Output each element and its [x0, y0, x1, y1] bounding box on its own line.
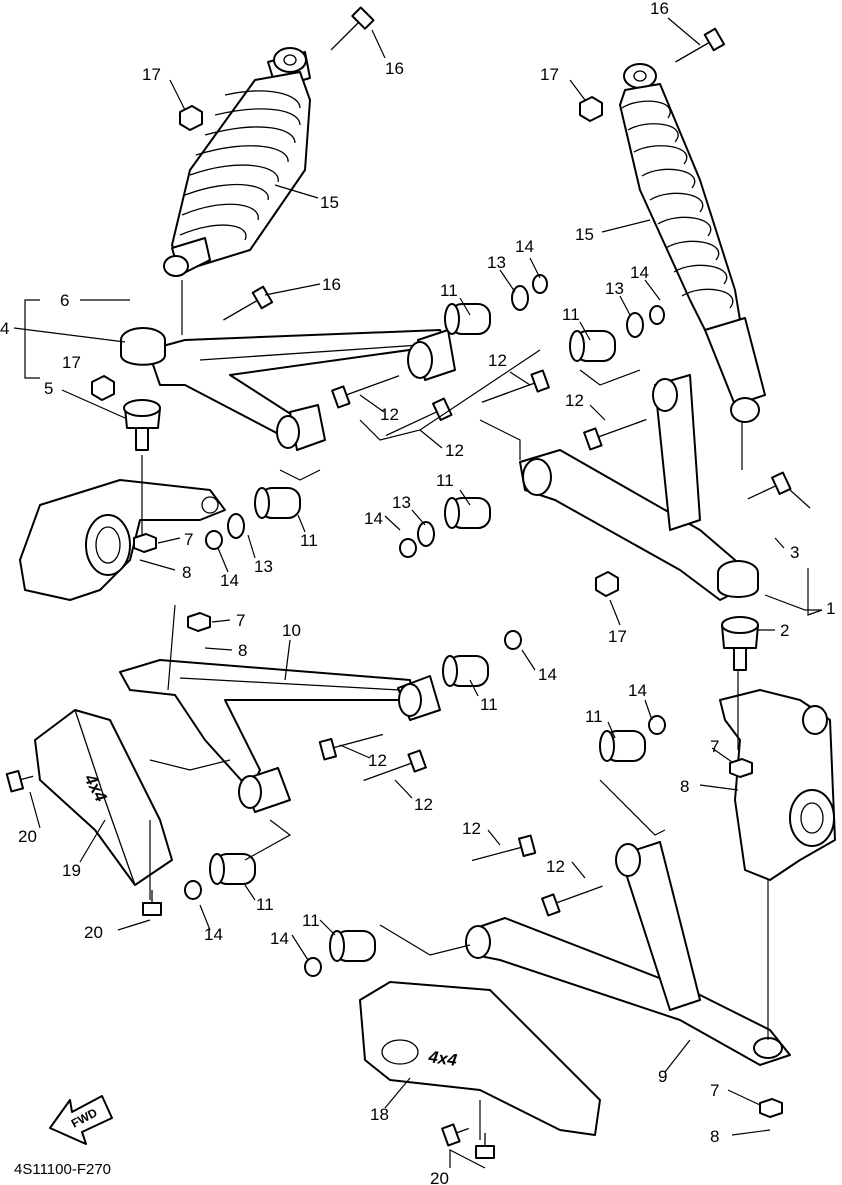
callout: 19 [62, 861, 81, 880]
callout: 12 [414, 795, 433, 814]
callout: 11 [300, 531, 318, 550]
callout: 13 [254, 557, 273, 576]
callout: 11 [585, 707, 603, 726]
callout: 18 [370, 1105, 389, 1124]
right-shock-absorber [619, 63, 766, 423]
right-arm-guard: 4x4 [359, 981, 601, 1136]
callout: 20 [430, 1169, 449, 1185]
callout: 11 [436, 471, 454, 490]
left-shock-absorber [163, 47, 311, 277]
guard-emblem-right: 4x4 [426, 1047, 458, 1070]
left-knuckle [19, 479, 226, 601]
callout: 2 [780, 621, 789, 640]
callout: 15 [575, 225, 594, 244]
callout: 20 [18, 827, 37, 846]
callout: 14 [515, 237, 534, 256]
assembly-leader-lines [141, 280, 769, 1140]
ball-joint-left [123, 399, 161, 451]
callout: 7 [710, 737, 719, 756]
callout: 11 [440, 281, 458, 300]
callout: 1 [826, 599, 835, 618]
callout: 7 [710, 1081, 719, 1100]
lower-left-a-arm [119, 659, 441, 813]
callout: 13 [392, 493, 411, 512]
callout: 8 [182, 563, 191, 582]
lower-right-a-arm [465, 841, 791, 1066]
upper-right-a-arm [519, 374, 759, 601]
callout: 17 [62, 353, 81, 372]
callout: 14 [364, 509, 383, 528]
callout: 12 [462, 819, 481, 838]
callout: 14 [628, 681, 647, 700]
bolts-and-nuts [5, 6, 792, 1159]
callout: 13 [605, 279, 624, 298]
upper-left-a-arm [120, 327, 456, 451]
callout: 16 [650, 0, 669, 18]
callout: 8 [238, 641, 247, 660]
callout: 11 [256, 895, 274, 914]
callout: 14 [538, 665, 557, 684]
callout: 3 [790, 543, 799, 562]
callout: 12 [488, 351, 507, 370]
callout: 9 [658, 1067, 667, 1086]
callout: 12 [565, 391, 584, 410]
callout: 16 [322, 275, 341, 294]
callout: 14 [204, 925, 223, 944]
bushing-sets [184, 274, 666, 977]
right-knuckle [719, 689, 836, 881]
callout: 8 [680, 777, 689, 796]
callout-leaders [13, 17, 823, 1169]
left-arm-guard: 4x4 [34, 709, 173, 886]
callout: 4 [0, 319, 9, 338]
callout: 13 [487, 253, 506, 272]
callout: 11 [562, 305, 580, 324]
callout: 10 [282, 621, 301, 640]
callout: 6 [60, 291, 69, 310]
callout: 14 [630, 263, 649, 282]
callout: 14 [220, 571, 239, 590]
callout: 20 [84, 923, 103, 942]
forward-direction-arrow: FWD [49, 1095, 113, 1145]
callout: 15 [320, 193, 339, 212]
callout: 12 [368, 751, 387, 770]
drawing-code: 4S11100-F270 [14, 1161, 111, 1178]
callout: 17 [142, 65, 161, 84]
callout: 11 [480, 695, 498, 714]
callout: 12 [546, 857, 565, 876]
callout: 14 [270, 929, 289, 948]
callout: 7 [184, 530, 193, 549]
callout: 11 [302, 911, 320, 930]
callout: 8 [710, 1127, 719, 1146]
callout: 7 [236, 611, 245, 630]
callout: 17 [540, 65, 559, 84]
ball-joint-right [721, 616, 759, 671]
callout: 5 [44, 379, 53, 398]
callout: 12 [445, 441, 464, 460]
callout: 16 [385, 59, 404, 78]
callout: 12 [380, 405, 399, 424]
callout: 17 [608, 627, 627, 646]
